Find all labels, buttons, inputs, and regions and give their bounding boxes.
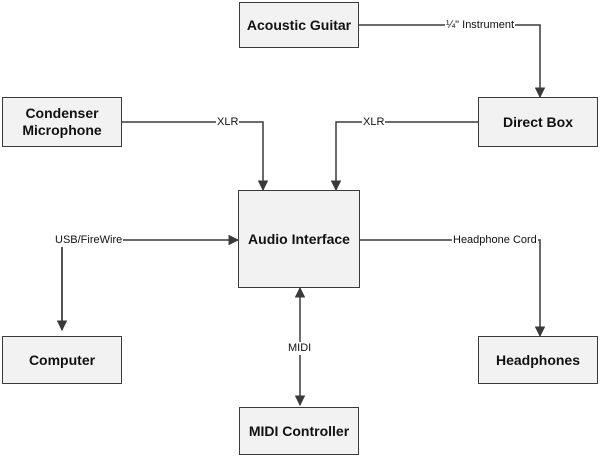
edge-label-xlr-mic: XLR [216,116,240,129]
node-headphones: Headphones [478,336,598,384]
connector-direct-box-interface [330,121,478,192]
edge-label-midi: MIDI [287,342,313,355]
node-midi-controller: MIDI Controller [239,407,359,455]
node-condenser-microphone: Condenser Microphone [2,97,122,147]
edge-label-usb-firewire: USB/FireWire [54,234,124,247]
connector-interface-headphones [360,239,546,338]
edge-label-instrument: ¼" Instrument [445,19,516,32]
node-direct-box: Direct Box [478,97,598,147]
connector-guitar-direct-box [359,24,546,99]
node-audio-interface: Audio Interface [238,190,360,288]
connector-mic-interface [122,121,269,192]
node-computer: Computer [2,336,122,384]
connector-computer-interface [61,234,240,330]
edge-label-xlr-direct-box: XLR [362,116,386,129]
node-acoustic-guitar: Acoustic Guitar [239,2,359,48]
edge-label-headphone-cord: Headphone Cord [452,234,538,247]
